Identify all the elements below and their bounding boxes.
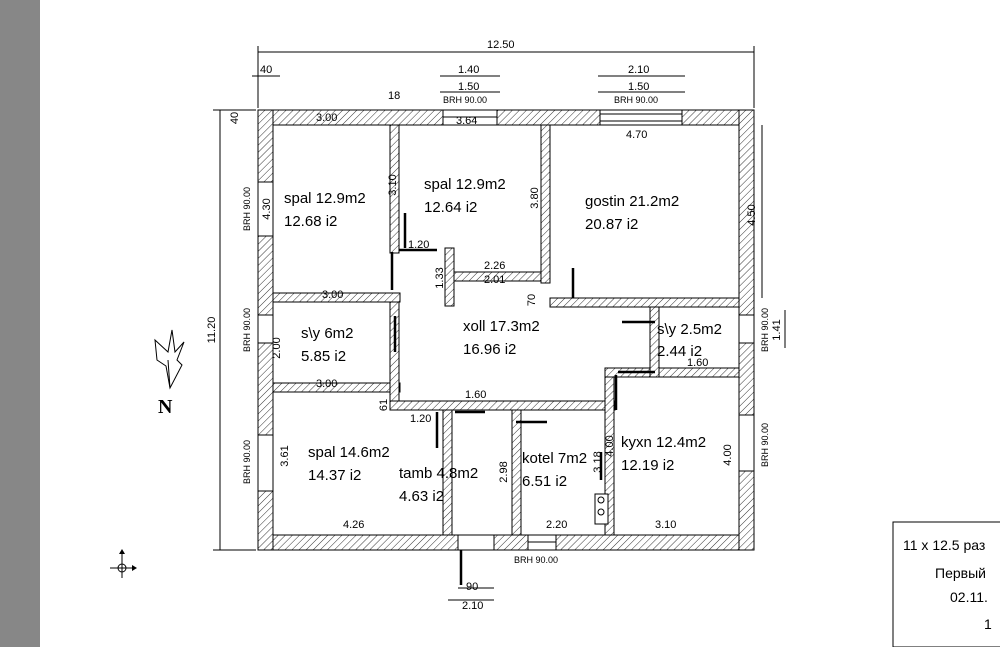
dim-70: 70 — [526, 294, 538, 306]
brh-bottom: BRH 90.00 — [514, 555, 558, 565]
dim-160-c: 1.60 — [465, 389, 486, 401]
dim-300-top: 3.00 — [316, 112, 337, 124]
room-name: kotel 7m2 — [522, 450, 587, 467]
title-block: 11 x 12.5 раз Первый 02.11. 1 — [892, 521, 1000, 647]
origin-icon — [110, 549, 137, 578]
boiler-symbol — [594, 493, 609, 525]
brh-left-1: BRH 90.00 — [242, 187, 252, 231]
interior-walls — [272, 124, 740, 536]
left-panel — [0, 0, 40, 647]
window-left-2 — [257, 314, 274, 344]
dim-300-low: 3.00 — [316, 378, 337, 390]
title-block-line-3: 02.11. — [950, 589, 988, 605]
brh-left-2: BRH 90.00 — [242, 308, 252, 352]
window-left-3 — [257, 434, 274, 492]
room-name: s\y 2.5m2 — [657, 321, 722, 338]
room-area: 12.19 i2 — [621, 457, 674, 474]
dim-426: 4.26 — [343, 519, 364, 531]
doors — [390, 213, 655, 585]
brh-top-2: BRH 90.00 — [614, 95, 658, 105]
dim-470: 4.70 — [626, 129, 647, 141]
room-area: 6.51 i2 — [522, 473, 567, 490]
dim-120-b: 1.20 — [410, 413, 431, 425]
brh-left-3: BRH 90.00 — [242, 440, 252, 484]
north-arrow-icon: N — [154, 329, 185, 418]
dim-total-height: 11.20 — [206, 317, 218, 344]
room-name: spal 14.6m2 — [308, 444, 390, 461]
brh-right-1: BRH 90.00 — [760, 308, 770, 352]
brh-labels: BRH 90.00 BRH 90.00 BRH 90.00 BRH 90.00 … — [242, 95, 770, 565]
window-top-2 — [599, 109, 683, 126]
dim-364: 3.64 — [456, 115, 477, 127]
dim-win1-outer: 1.40 — [458, 64, 479, 76]
dim-310-b: 3.10 — [655, 519, 676, 531]
room-area: 5.85 i2 — [301, 348, 346, 365]
room-area: 2.44 i2 — [657, 343, 702, 360]
dim-18: 18 — [388, 90, 400, 102]
dim-201: 2.01 — [484, 274, 505, 286]
dim-310: 3.10 — [387, 174, 399, 195]
window-right-2 — [738, 414, 755, 472]
dim-210-b: 2.10 — [462, 600, 483, 612]
dim-220: 2.20 — [546, 519, 567, 531]
dim-141: 1.41 — [771, 319, 783, 340]
room-labels: spal 12.9m2 12.68 i2 spal 12.9m2 12.64 i… — [284, 176, 722, 505]
dim-133: 1.33 — [434, 267, 446, 288]
dim-160-r: 1.60 — [687, 357, 708, 369]
dimension-lines — [213, 46, 786, 601]
window-right-1 — [738, 314, 755, 344]
dim-226: 2.26 — [484, 260, 505, 272]
dim-300-mid: 3.00 — [322, 289, 343, 301]
dim-90: 90 — [466, 581, 478, 593]
window-left-1 — [257, 181, 274, 237]
title-block-line-4: 1 — [984, 616, 992, 632]
dim-450: 4.50 — [746, 204, 758, 225]
room-area: 12.68 i2 — [284, 213, 337, 230]
room-name: kyxn 12.4m2 — [621, 434, 706, 451]
room-area: 12.64 i2 — [424, 199, 477, 216]
dim-318: 3.18 — [592, 451, 604, 472]
room-name: tamb 4.8m2 — [399, 465, 478, 482]
dim-61: 61 — [378, 399, 390, 411]
dim-298: 2.98 — [498, 461, 510, 482]
dimension-labels: 12.50 40 1.40 1.50 2.10 1.50 18 3.00 3.6… — [206, 39, 783, 612]
room-area: 14.37 i2 — [308, 467, 361, 484]
dim-40-top: 40 — [260, 64, 272, 76]
room-name: spal 12.9m2 — [424, 176, 506, 193]
room-name: spal 12.9m2 — [284, 190, 366, 207]
title-block-line-1: 11 x 12.5 раз — [903, 537, 985, 553]
dim-200: 2.00 — [271, 337, 283, 358]
window-bottom-1 — [457, 534, 495, 551]
dim-win1-inner: 1.50 — [458, 81, 479, 93]
title-block-line-2: Первый — [935, 565, 986, 581]
room-area: 4.63 i2 — [399, 488, 444, 505]
north-label: N — [158, 396, 173, 418]
room-name: xoll 17.3m2 — [463, 318, 540, 335]
dim-400-r: 4.00 — [722, 444, 734, 465]
brh-top-1: BRH 90.00 — [443, 95, 487, 105]
dim-win2-inner: 1.50 — [628, 81, 649, 93]
brh-right-2: BRH 90.00 — [760, 423, 770, 467]
dim-120-a: 1.20 — [408, 239, 429, 251]
dim-40-left: 40 — [229, 112, 241, 124]
dim-400-k: 4.00 — [604, 435, 616, 456]
room-area: 16.96 i2 — [463, 341, 516, 358]
dim-win2-outer: 2.10 — [628, 64, 649, 76]
dim-total-width: 12.50 — [487, 39, 515, 51]
dim-430: 4.30 — [261, 198, 273, 219]
dim-380: 3.80 — [529, 187, 541, 208]
room-area: 20.87 i2 — [585, 216, 638, 233]
room-name: gostin 21.2m2 — [585, 193, 679, 210]
dim-361: 3.61 — [279, 445, 291, 466]
room-name: s\y 6m2 — [301, 325, 354, 342]
windows — [257, 109, 755, 551]
